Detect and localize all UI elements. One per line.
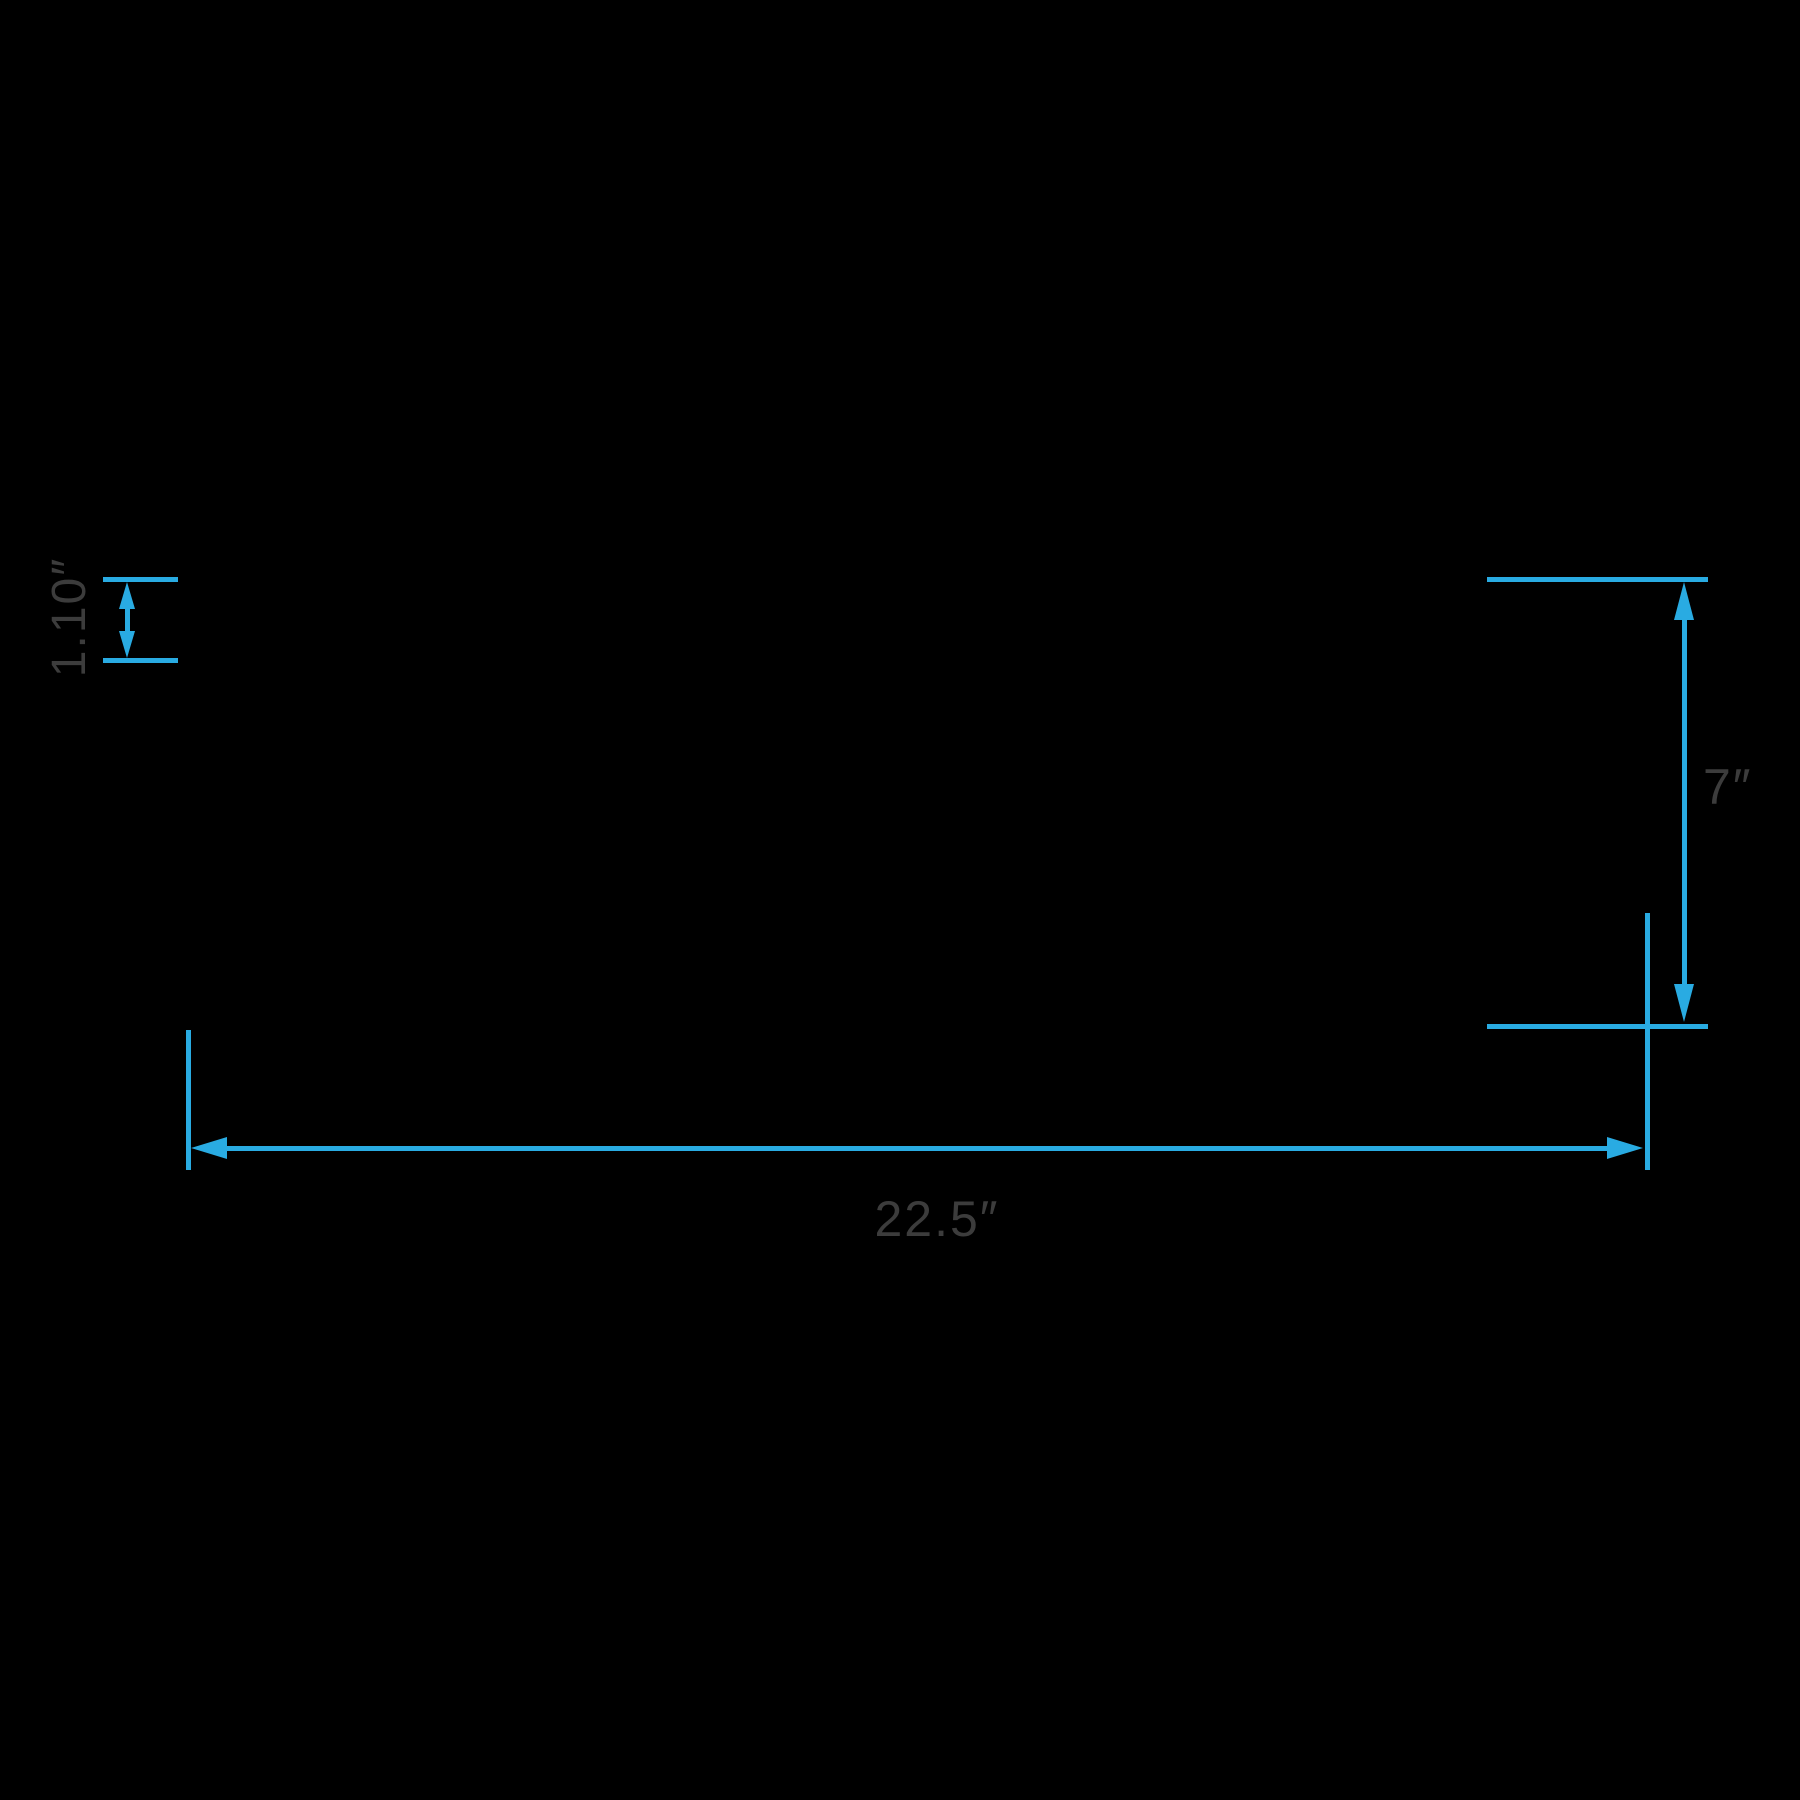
arrowhead-left-icon [191,1137,227,1159]
width-arrow-shaft [222,1146,1610,1151]
thickness-arrow-shaft [125,602,130,640]
height-extension-line-bottom [1487,1024,1708,1029]
height-arrow-shaft [1682,615,1687,990]
arrowhead-right-icon [1607,1137,1643,1159]
arrowhead-down-icon [1674,984,1694,1022]
height-dimension-label: 7″ [1703,759,1753,815]
thickness-dimension-label: 1.10″ [43,556,96,678]
thickness-extension-line-top [103,577,178,582]
arrowhead-up-icon [1674,582,1694,620]
width-extension-line-right [1645,913,1650,1170]
width-extension-line-left [186,1030,191,1170]
thickness-extension-line-bottom [103,658,178,663]
arrowhead-down-icon [119,631,135,658]
height-extension-line-top [1487,577,1708,582]
width-dimension-label: 22.5″ [874,1191,1000,1247]
arrowhead-up-icon [119,582,135,609]
